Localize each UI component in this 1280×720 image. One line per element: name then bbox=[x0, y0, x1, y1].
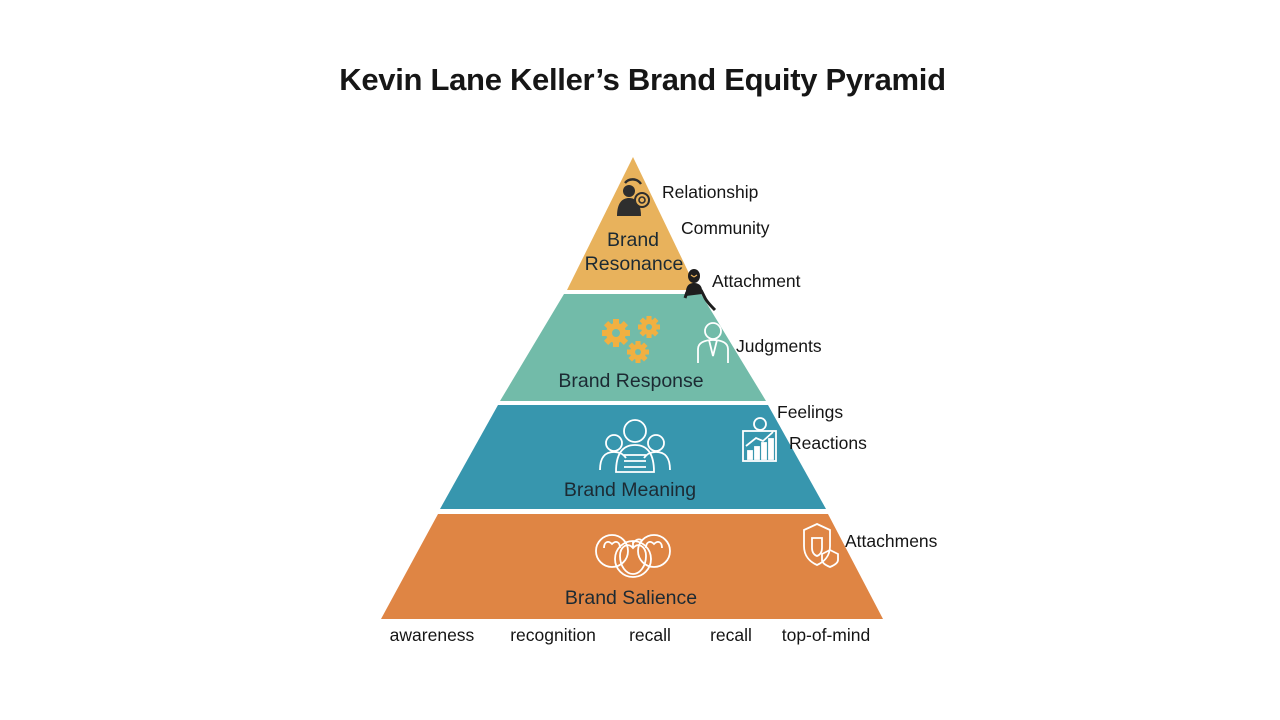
side-label-community: Community bbox=[681, 218, 770, 238]
gears-icon bbox=[602, 316, 660, 363]
tier-brand-meaning bbox=[440, 405, 826, 509]
base-label-recall: recall bbox=[629, 625, 671, 645]
growth-chart-icon bbox=[742, 417, 777, 462]
base-label-awareness: awareness bbox=[390, 625, 475, 645]
base-label-top-of-mind: top-of-mind bbox=[782, 625, 871, 645]
sitting-person-icon bbox=[683, 269, 717, 312]
side-label-judgments: Judgments bbox=[736, 336, 822, 356]
group-of-people-icon bbox=[599, 419, 671, 473]
side-label-relationship: Relationship bbox=[662, 182, 758, 202]
side-label-reactions: Reactions bbox=[789, 433, 867, 453]
tier-brand-salience bbox=[381, 514, 883, 619]
tier-label-resonance-line1: Brand bbox=[607, 229, 659, 251]
person-with-target-icon bbox=[617, 178, 650, 216]
tier-label-salience: Brand Salience bbox=[565, 587, 697, 609]
tier-label-resonance-line2: Resonance bbox=[585, 253, 684, 275]
shield-badge-icon bbox=[803, 523, 839, 568]
base-label-recognition: recognition bbox=[510, 625, 596, 645]
base-label-recall-2: recall bbox=[710, 625, 752, 645]
businessman-icon bbox=[697, 322, 729, 363]
fruit-icon bbox=[595, 534, 671, 578]
side-label-feelings: Feelings bbox=[777, 402, 843, 422]
tier-brand-resonance bbox=[567, 157, 697, 290]
tier-label-response: Brand Response bbox=[558, 370, 703, 392]
side-label-attachment: Attachment bbox=[712, 271, 801, 291]
side-label-attachmens: Attachmens bbox=[845, 531, 938, 551]
tier-label-meaning: Brand Meaning bbox=[564, 479, 696, 501]
page-title: Kevin Lane Keller’s Brand Equity Pyramid bbox=[339, 62, 946, 97]
